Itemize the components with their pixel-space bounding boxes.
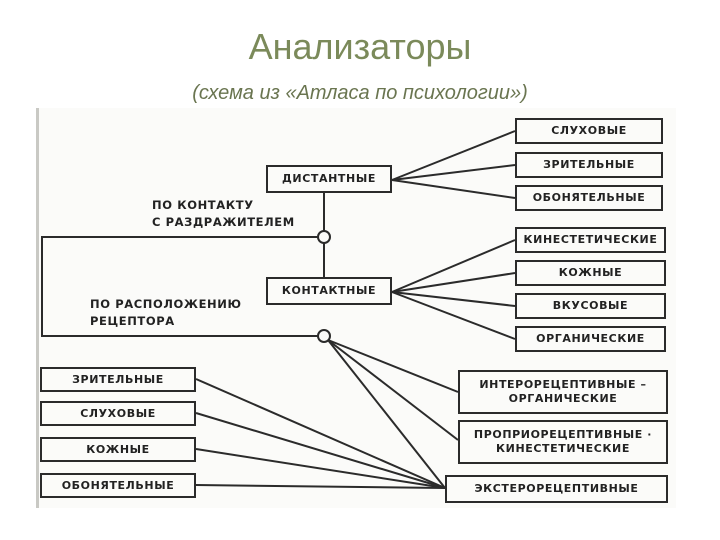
- fan-contact-kinesthetic: [391, 239, 516, 293]
- link-intero: [327, 339, 459, 393]
- receptor-type-intero: ИНТЕРОРЕЦЕПТИВНЫЕ – ОРГАНИЧЕСКИЕ: [458, 370, 668, 414]
- link-left-smell: [195, 484, 446, 489]
- receptor-type-intero-line2: ОРГАНИЧЕСКИЕ: [508, 392, 618, 405]
- branch-node-contact: [317, 230, 331, 244]
- extero-child-smell: ОБОНЯТЕЛЬНЫЕ: [40, 473, 196, 498]
- link-left-vision: [195, 378, 446, 489]
- scan-edge: [36, 108, 39, 508]
- fan-contact-organic: [391, 291, 516, 340]
- criterion-location-label: ПО РАСПОЛОЖЕНИЮ РЕЦЕПТОРА: [90, 296, 242, 330]
- criterion-location-line1: ПО РАСПОЛОЖЕНИЮ: [90, 297, 242, 311]
- distant-box: ДИСТАНТНЫЕ: [266, 165, 392, 193]
- link-proprio: [327, 339, 459, 441]
- distant-child-vision: ЗРИТЕЛЬНЫЕ: [515, 152, 663, 178]
- extero-child-skin: КОЖНЫЕ: [40, 437, 196, 462]
- contact-child-kinesthetic: КИНЕСТЕТИЧЕСКИЕ: [515, 227, 666, 253]
- branch-node-location: [317, 329, 331, 343]
- criterion-contact-label: ПО КОНТАКТУ С РАЗДРАЖИТЕЛЕМ: [152, 197, 295, 231]
- receptor-type-intero-line1: ИНТЕРОРЕЦЕПТИВНЫЕ –: [479, 378, 647, 391]
- criterion-contact-line2: С РАЗДРАЖИТЕЛЕМ: [152, 215, 295, 229]
- link-extero: [327, 339, 446, 489]
- contact-child-taste: ВКУСОВЫЕ: [515, 293, 666, 319]
- distant-child-hearing: СЛУХОВЫЕ: [515, 118, 663, 144]
- slide-subtitle: (схема из «Атласа по психологии»): [192, 82, 528, 104]
- contact-box: КОНТАКТНЫЕ: [266, 277, 392, 305]
- link-left-skin: [195, 448, 446, 489]
- bracket-line: [41, 236, 324, 337]
- extero-child-hearing: СЛУХОВЫЕ: [40, 401, 196, 426]
- fan-contact-taste: [391, 291, 516, 307]
- distant-child-smell: ОБОНЯТЕЛЬНЫЕ: [515, 185, 663, 211]
- extero-child-vision: ЗРИТЕЛЬНЫЕ: [40, 367, 196, 392]
- criterion-contact-line1: ПО КОНТАКТУ: [152, 198, 254, 212]
- fan-distant-vision: [391, 164, 516, 181]
- slide-title: Анализаторы: [248, 26, 472, 67]
- contact-child-organic: ОРГАНИЧЕСКИЕ: [515, 326, 666, 352]
- fan-contact-skin: [391, 272, 516, 293]
- receptor-type-proprio-line1: ПРОПРИОРЕЦЕПТИВНЫЕ ·: [473, 428, 653, 441]
- link-left-hearing: [195, 412, 446, 489]
- receptor-type-extero: ЭКСТЕРОРЕЦЕПТИВНЫЕ: [445, 475, 668, 503]
- criterion-location-line2: РЕЦЕПТОРА: [90, 314, 175, 328]
- contact-child-skin: КОЖНЫЕ: [515, 260, 666, 286]
- receptor-type-proprio-line2: КИНЕСТЕТИЧЕСКИЕ: [496, 442, 630, 455]
- fan-distant-smell: [391, 179, 516, 199]
- fan-distant-hearing: [391, 130, 516, 181]
- receptor-type-proprio: ПРОПРИОРЕЦЕПТИВНЫЕ · КИНЕСТЕТИЧЕСКИЕ: [458, 420, 668, 464]
